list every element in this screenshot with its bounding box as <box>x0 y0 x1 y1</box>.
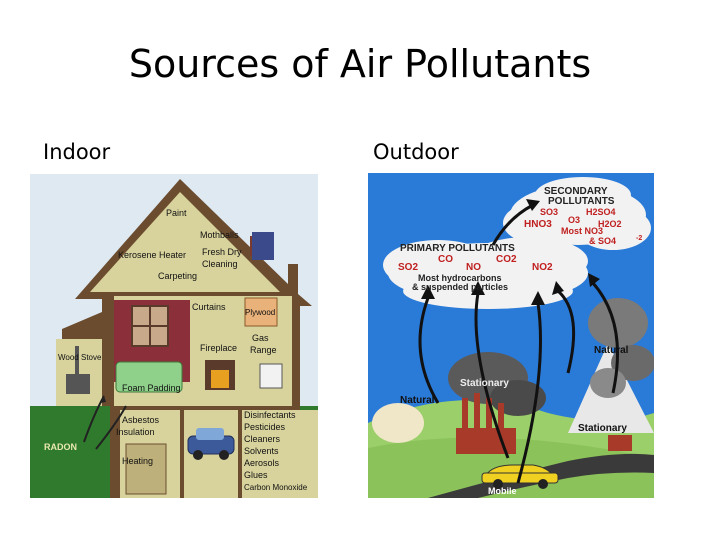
primary-line-3: & suspended particles <box>412 282 508 292</box>
list-item: Pesticides <box>244 422 286 432</box>
chem-h2o2: H2O2 <box>598 219 622 229</box>
secondary-title-1: SECONDARY <box>544 186 608 197</box>
label-fresh-dry: Fresh Dry <box>202 247 242 257</box>
garage-pollutant-list: Disinfectants Pesticides Cleaners Solven… <box>244 410 308 492</box>
label-foam-padding: Foam Padding <box>122 383 181 393</box>
label-cleaning: Cleaning <box>202 259 238 269</box>
chem-co2: CO2 <box>496 254 517 265</box>
chem-so4-charge: -2 <box>636 235 642 242</box>
sofa <box>115 361 183 393</box>
primary-line-2: Most hydrocarbons <box>418 273 502 283</box>
chem-no: NO <box>466 262 481 273</box>
label-plywood: Plywood <box>245 308 275 317</box>
chem-hno3: HNO3 <box>524 219 552 230</box>
label-stationary-center: Stationary <box>460 378 509 389</box>
chem-so2: SO2 <box>398 262 418 273</box>
outdoor-label: Outdoor <box>373 140 459 164</box>
flow-arrows <box>418 203 619 484</box>
house-icon <box>608 435 632 451</box>
indoor-label: Indoor <box>43 140 111 164</box>
label-mothballs: Mothballs <box>200 230 239 240</box>
label-natural-left: Natural <box>400 395 435 406</box>
label-gas: Gas <box>252 333 269 343</box>
chem-no3: Most NO3 <box>561 226 603 236</box>
natural-smoke-right <box>588 298 654 398</box>
label-range: Range <box>250 345 277 355</box>
label-natural-right: Natural <box>594 345 629 356</box>
label-radon: RADON <box>44 442 77 452</box>
list-item: Glues <box>244 470 268 480</box>
label-heating: Heating <box>122 456 153 466</box>
label-insulation: Insulation <box>116 427 155 437</box>
list-item: Solvents <box>244 446 279 456</box>
outdoor-illustration: SECONDARY POLLUTANTS SO3 H2SO4 HNO3 O3 H… <box>368 173 654 498</box>
primary-title: PRIMARY POLLUTANTS <box>400 243 515 254</box>
label-wood-stove: Wood Stove <box>58 353 102 362</box>
garage-list-area <box>242 410 318 498</box>
indoor-diagram: Paint Mothballs Kerosene Heater Fresh Dr… <box>30 174 318 498</box>
secondary-title-2: POLLUTANTS <box>548 196 615 207</box>
house-illustration: Paint Mothballs Kerosene Heater Fresh Dr… <box>30 174 318 498</box>
label-curtains: Curtains <box>192 302 226 312</box>
chem-so3: SO3 <box>540 207 558 217</box>
slide-title: Sources of Air Pollutants <box>128 42 592 86</box>
chem-no2: NO2 <box>532 262 553 273</box>
label-asbestos: Asbestos <box>122 415 160 425</box>
outdoor-diagram: SECONDARY POLLUTANTS SO3 H2SO4 HNO3 O3 H… <box>368 173 654 498</box>
list-item: Cleaners <box>244 434 281 444</box>
natural-dust <box>372 403 424 443</box>
label-carpeting: Carpeting <box>158 271 197 281</box>
label-fireplace: Fireplace <box>200 343 237 353</box>
chem-so4: & SO4 <box>589 236 616 246</box>
label-paint: Paint <box>166 208 187 218</box>
label-kerosene-heater: Kerosene Heater <box>118 250 186 260</box>
list-item: Aerosols <box>244 458 280 468</box>
label-mobile: Mobile <box>488 486 517 496</box>
list-item: Disinfectants <box>244 410 296 420</box>
chem-h2so4: H2SO4 <box>586 207 616 217</box>
list-item: Carbon Monoxide <box>244 483 308 492</box>
label-stationary-right: Stationary <box>578 423 627 434</box>
chem-co: CO <box>438 254 453 265</box>
chem-o3: O3 <box>568 215 580 225</box>
primary-cloud <box>383 237 588 309</box>
attic <box>90 192 280 292</box>
